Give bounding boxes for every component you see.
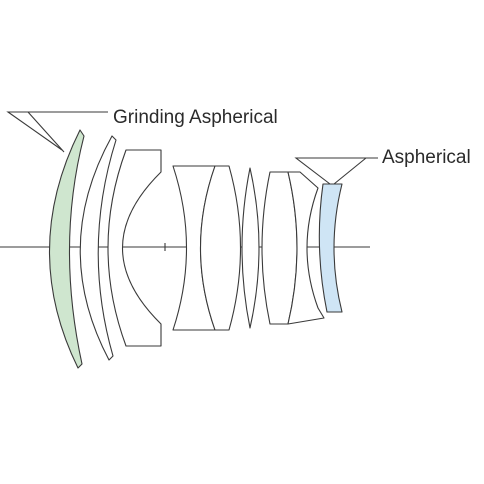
lens-element-5 [199, 165, 241, 331]
lens-element-7 [261, 171, 298, 325]
lens-element-6 [241, 167, 260, 329]
lens-element-8 [287, 171, 325, 325]
aspherical-leader-2 [333, 157, 367, 185]
grinding-aspherical-label: Grinding Aspherical [113, 107, 278, 128]
aspherical-leader [294, 157, 378, 185]
grinding-aspherical-leader-2 [27, 111, 65, 153]
aspherical-label: Aspherical [382, 147, 471, 168]
lens-element-2 [79, 135, 117, 361]
lens-element-1-grinding-aspherical [48, 129, 85, 369]
lens-element-3 [107, 149, 162, 347]
grinding-aspherical-leader [6, 111, 108, 151]
lens-element-9-aspherical [318, 183, 343, 313]
